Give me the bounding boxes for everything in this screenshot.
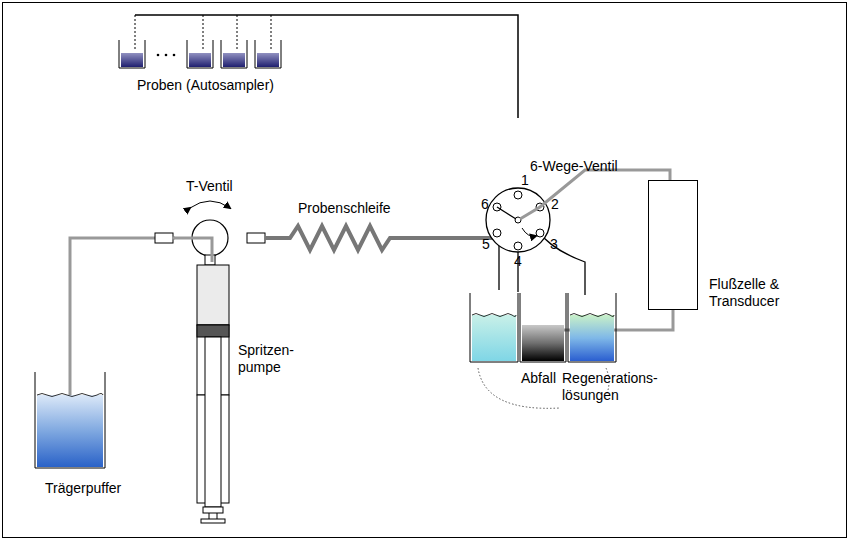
flow-cell-box: Flußzelle & Transducer xyxy=(648,180,698,310)
part-label: Probenschleife xyxy=(298,200,391,217)
part-label: Regenerations- lösungen xyxy=(562,370,670,404)
part-label: Spritzen- pumpe xyxy=(238,342,310,376)
part-label: T-Ventil xyxy=(186,178,233,195)
part-label: Abfall xyxy=(521,370,556,387)
port-number: 3 xyxy=(550,236,558,253)
part-label: 6-Wege-Ventil xyxy=(530,158,618,175)
port-number: 5 xyxy=(482,236,490,253)
port-number: 4 xyxy=(514,253,522,270)
port-number: 2 xyxy=(551,196,559,213)
port-number: 1 xyxy=(521,172,529,189)
port-number: 6 xyxy=(481,196,489,213)
part-label: Trägerpuffer xyxy=(45,480,121,497)
node-label: Flußzelle & Transducer xyxy=(709,276,809,310)
part-label: Proben (Autosampler) xyxy=(137,77,274,94)
